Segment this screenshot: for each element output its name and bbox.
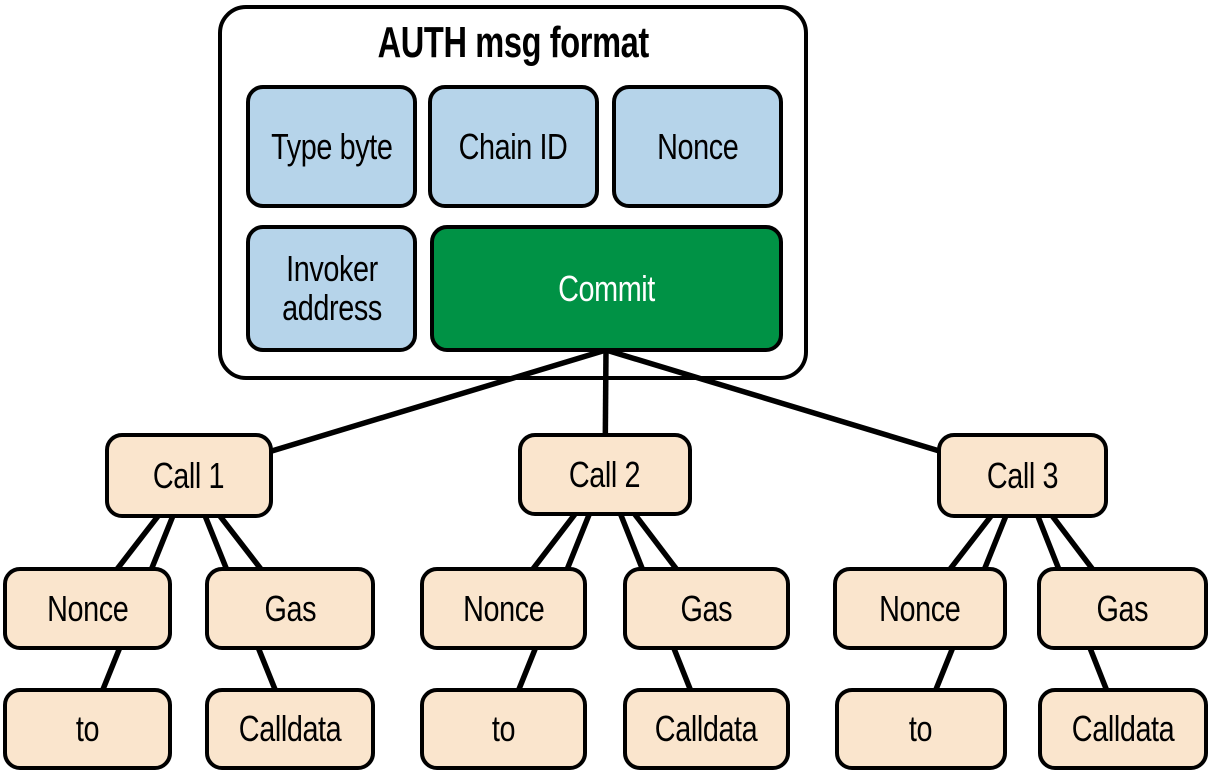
call-2-calldata-label: Calldata (655, 708, 758, 749)
field-label-invoker-address: Invoker address (281, 248, 382, 328)
call-2-to-label: to (491, 708, 516, 749)
call-3-calldata-label: Calldata (1071, 708, 1175, 749)
commit-box: Commit (430, 225, 783, 352)
call-2-gas-label: Gas (680, 587, 733, 629)
call-2-box: Call 2 (518, 433, 692, 516)
call-1-gas-box: Gas (205, 567, 375, 650)
call-1-to-box: to (3, 688, 172, 770)
field-box-type-byte: Type byte (246, 85, 417, 208)
call-2-nonce-label: Nonce (462, 587, 545, 629)
diagram-title: AUTH msg format (218, 17, 808, 69)
diagram-title-text: AUTH msg format (377, 18, 649, 67)
call-3-nonce-box: Nonce (833, 567, 1007, 650)
field-box-chain-id: Chain ID (428, 85, 599, 208)
call-2-nonce-box: Nonce (420, 567, 587, 650)
call-1-label: Call 1 (153, 454, 225, 496)
call-1-nonce-label: Nonce (46, 587, 129, 629)
field-label-chain-id: Chain ID (459, 125, 568, 167)
call-3-label: Call 3 (986, 454, 1059, 496)
call-3-gas-box: Gas (1037, 567, 1208, 650)
call-2-to-box: to (420, 688, 587, 770)
call-3-gas-label: Gas (1096, 587, 1149, 629)
call-2-gas-box: Gas (623, 567, 790, 650)
call-2-calldata-box: Calldata (623, 688, 790, 770)
call-1-box: Call 1 (105, 433, 273, 518)
call-1-calldata-box: Calldata (205, 688, 375, 770)
field-box-invoker-address: Invoker address (246, 225, 417, 352)
call-1-gas-label: Gas (264, 587, 316, 629)
field-label-nonce: Nonce (656, 125, 739, 167)
call-1-calldata-label: Calldata (238, 708, 342, 749)
call-3-to-label: to (909, 708, 933, 749)
field-box-nonce: Nonce (612, 85, 783, 208)
call-3-calldata-box: Calldata (1038, 688, 1208, 770)
call-3-nonce-label: Nonce (879, 587, 961, 629)
field-label-type-byte: Type byte (270, 125, 393, 167)
call-3-to-box: to (835, 688, 1007, 770)
call-1-nonce-box: Nonce (3, 567, 172, 650)
call-1-to-label: to (75, 708, 100, 749)
call-3-box: Call 3 (937, 433, 1108, 518)
commit-label: Commit (558, 267, 655, 309)
call-2-label: Call 2 (569, 453, 641, 495)
